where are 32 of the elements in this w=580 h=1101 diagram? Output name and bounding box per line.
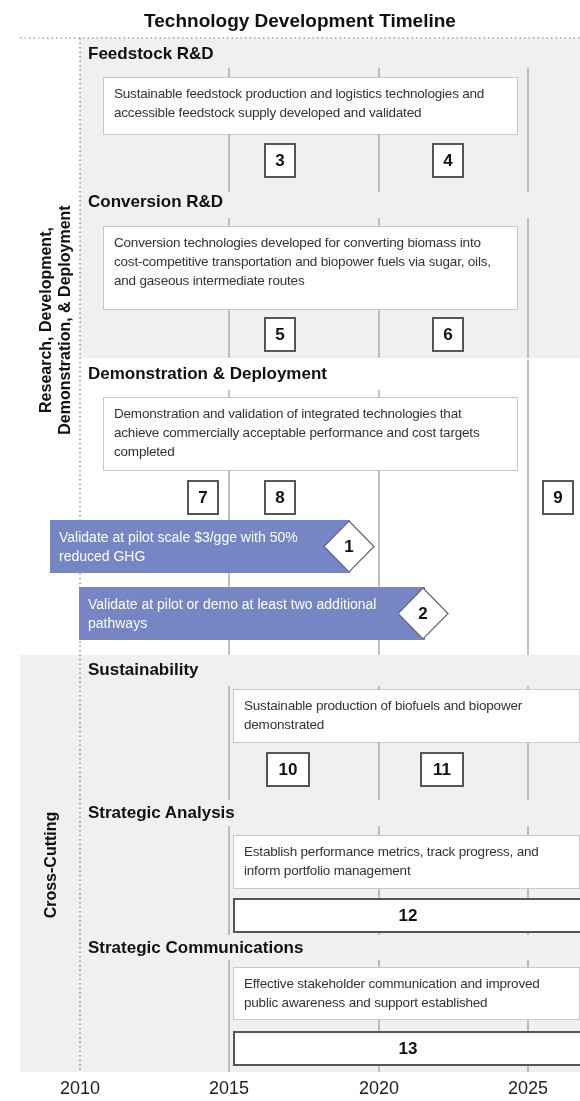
milestone-number-box: 4	[432, 143, 464, 178]
section-heading: Conversion R&D	[88, 192, 224, 212]
diagram-title: Technology Development Timeline	[143, 10, 457, 32]
milestone-number-box: 10	[266, 752, 310, 787]
goal-box: Sustainable production of biofuels and biopower demonstrated	[233, 689, 580, 743]
goal-box: Demonstration and validation of integrated technologies that achieve commercially acceptable performance and cost targets completed	[103, 397, 518, 471]
milestone-number-box: 5	[264, 317, 296, 352]
milestone-number-box: 7	[187, 480, 219, 515]
milestone-number-box: 13	[233, 1031, 580, 1066]
milestone-diamond: 1	[323, 520, 375, 573]
axis-year-label: 2010	[60, 1078, 100, 1099]
goal-box: Effective stakeholder communication and improved public awareness and support established	[233, 967, 580, 1020]
section-heading: Strategic Communications	[88, 938, 304, 958]
goal-box: Sustainable feedstock production and logistics technologies and accessible feedstock supply developed and validated	[103, 77, 518, 135]
axis-year-label: 2020	[359, 1078, 399, 1099]
row-group-label: Research, Development, Demonstration, & Deployment	[36, 204, 74, 437]
section-heading: Sustainability	[88, 660, 199, 680]
milestone-diamond: 2	[397, 587, 449, 640]
section-heading: Strategic Analysis	[88, 803, 235, 823]
milestone-number-box: 11	[420, 752, 464, 787]
milestone-number-box: 12	[233, 898, 580, 933]
milestone-number-box: 3	[264, 143, 296, 178]
goal-box: Conversion technologies developed for converting biomass into cost-competitive transportation and biopower fuels via sugar, oils, and gaseous intermediate routes	[103, 226, 518, 310]
section-heading: Feedstock R&D	[88, 44, 214, 64]
axis-year-label: 2025	[508, 1078, 548, 1099]
goal-box: Establish performance metrics, track progress, and inform portfolio management	[233, 835, 580, 889]
milestone-number-box: 9	[542, 480, 574, 515]
axis-year-label: 2015	[209, 1078, 249, 1099]
milestone-number-box: 8	[264, 480, 296, 515]
row-group-label: Cross-Cutting	[40, 810, 60, 921]
section-heading: Demonstration & Deployment	[88, 364, 327, 384]
milestone-number-box: 6	[432, 317, 464, 352]
